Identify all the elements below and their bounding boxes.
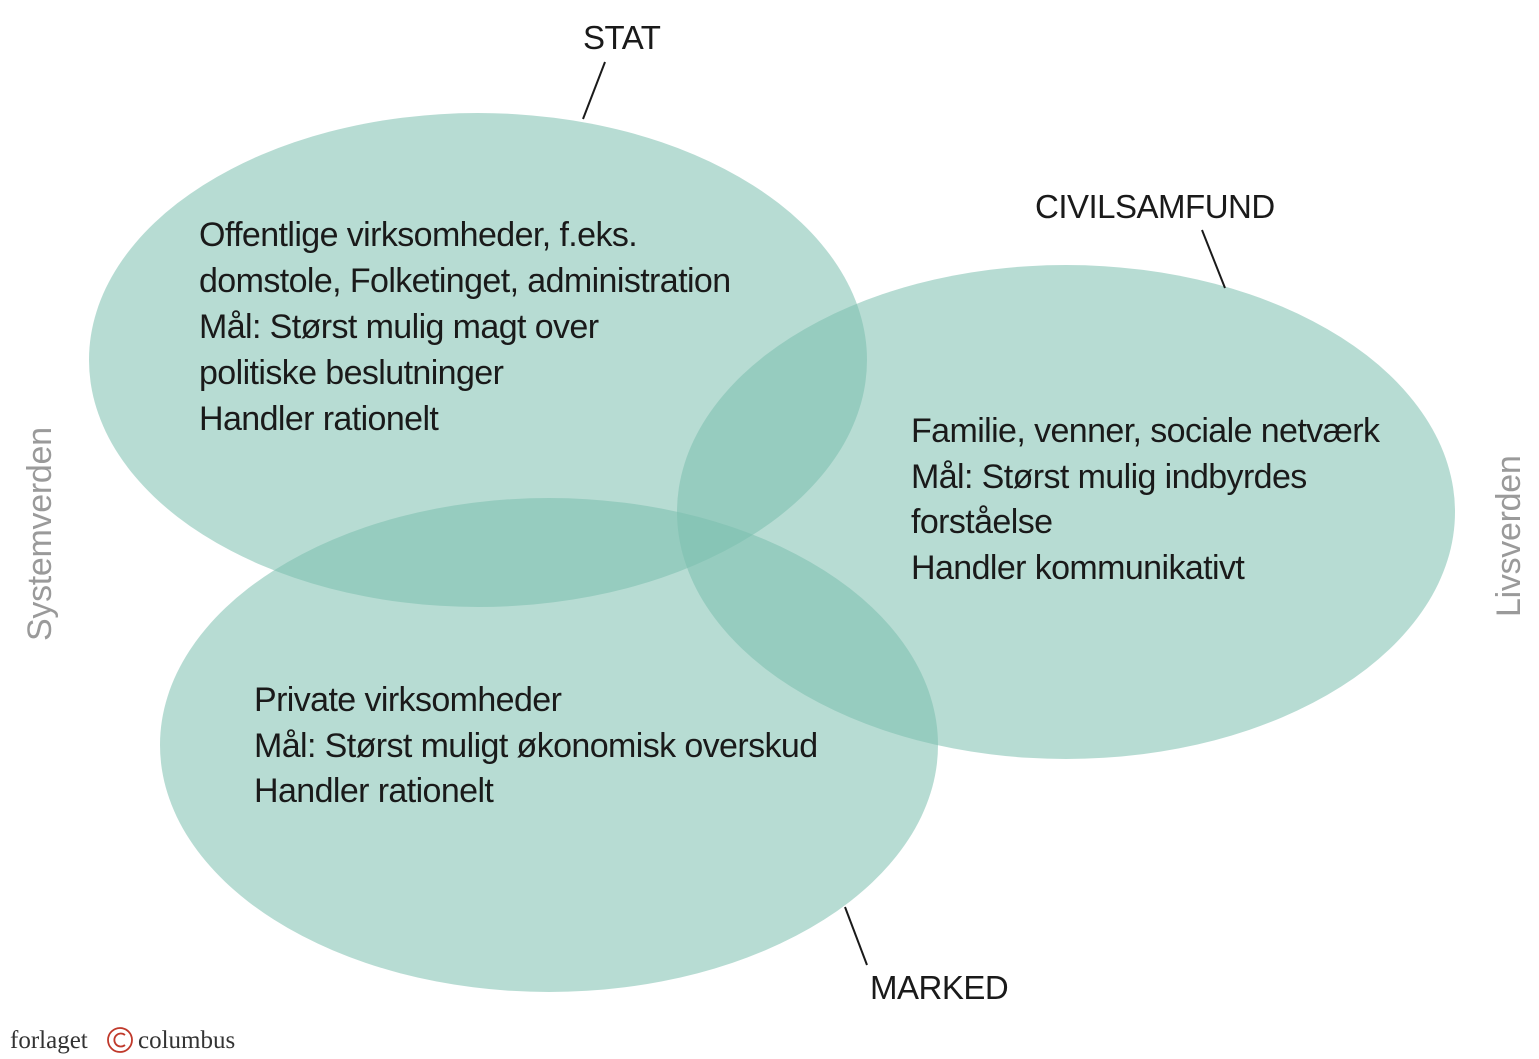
- stat-ellipse: [89, 113, 867, 607]
- copyright-c-icon: [107, 1027, 133, 1053]
- civilsamfund-label: CIVILSAMFUND: [1035, 188, 1275, 225]
- publisher-right-word: columbus: [138, 1027, 235, 1054]
- marked-line: Mål: Størst muligt økonomisk overskud: [254, 727, 818, 765]
- civilsamfund-line: Mål: Størst mulig indbyrdes: [911, 458, 1307, 496]
- stat-line: Offentlige virksomheder, f.eks.: [199, 216, 637, 254]
- marked-description: Private virksomheder Mål: Størst muligt …: [254, 681, 818, 810]
- civilsamfund-line: Familie, venner, sociale netværk: [911, 412, 1381, 450]
- marked-ellipse: [160, 498, 938, 992]
- stat-line: politiske beslutninger: [199, 354, 504, 392]
- civilsamfund-line: forståelse: [911, 503, 1052, 541]
- stat-line: Handler rationelt: [199, 400, 439, 438]
- stat-label: STAT: [583, 19, 661, 56]
- stat-line: Mål: Størst mulig magt over: [199, 308, 599, 346]
- marked-line: Private virksomheder: [254, 681, 562, 719]
- marked-label: MARKED: [870, 969, 1008, 1006]
- copyright-c-icon-inner: [113, 1032, 126, 1048]
- civilsamfund-line: Handler kommunikativt: [911, 549, 1245, 587]
- systemverden-label: Systemverden: [21, 427, 59, 641]
- marked-line: Handler rationelt: [254, 772, 494, 810]
- livsverden-label: Livsverden: [1490, 456, 1528, 617]
- stat-description: Offentlige virksomheder, f.eks. domstole…: [199, 216, 731, 438]
- marked-leader-line: [844, 906, 868, 966]
- publisher-left-word: forlaget: [10, 1027, 88, 1054]
- civilsamfund-leader-line: [1201, 229, 1226, 289]
- stat-line: domstole, Folketinget, administration: [199, 262, 731, 300]
- civilsamfund-description: Familie, venner, sociale netværk Mål: St…: [911, 412, 1382, 587]
- publisher-logo: forlaget columbus: [10, 1027, 235, 1054]
- stat-leader-line: [582, 61, 606, 120]
